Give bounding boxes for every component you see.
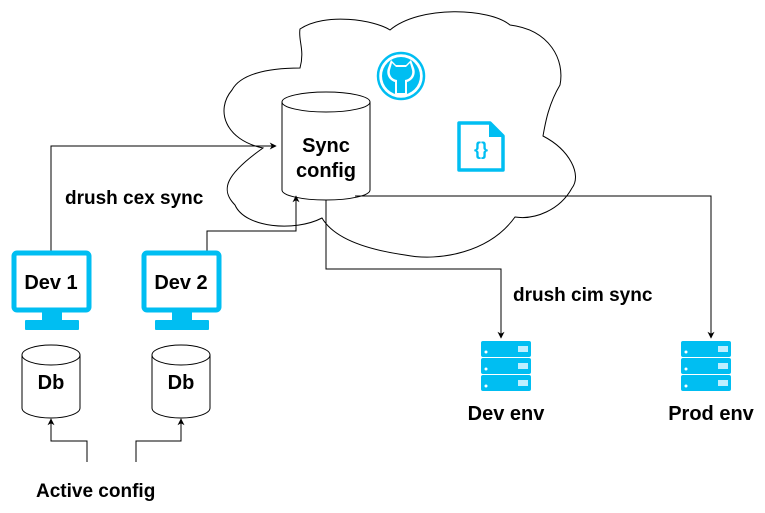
monitor-icon [11,250,92,330]
github-icon [376,51,426,101]
edge-sync-to-prod-env [355,195,715,339]
monitor-icon [141,250,222,330]
edge-active-to-db1 [47,418,88,462]
cloud-shape [223,11,576,258]
svg-text:{}: {} [474,139,488,159]
dev1-monitor: Dev 1 [11,250,92,330]
sync-config-label-line1: Sync [302,135,350,157]
db2-label: Db [168,372,195,394]
edge-sync-to-dev-env [325,200,505,339]
sync-config-label-line2: config [296,160,356,182]
server-icon [481,341,531,391]
db1-cylinder: Db [21,344,81,419]
edge-label-active-config: Active config [36,481,155,502]
dev2-label: Dev 2 [154,272,207,294]
edge-label-export: drush cex sync [65,188,204,209]
db1-label: Db [38,372,65,394]
dev-env-label: Dev env [468,403,546,425]
dev1-label: Dev 1 [24,272,77,294]
prod-env-label: Prod env [668,403,754,425]
edge-dev1-to-sync [50,142,277,258]
server-icon [681,341,731,391]
edge-dev2-to-sync [206,195,300,258]
dev-env-server: Dev env [468,341,546,425]
db2-cylinder: Db [151,344,211,419]
dev2-monitor: Dev 2 [141,250,222,330]
json-file-icon: {} [457,121,505,172]
edge-label-import: drush cim sync [513,285,653,306]
prod-env-server: Prod env [668,341,755,425]
sync-config-cylinder: Sync config [281,91,371,201]
edge-active-to-db2 [135,418,185,462]
